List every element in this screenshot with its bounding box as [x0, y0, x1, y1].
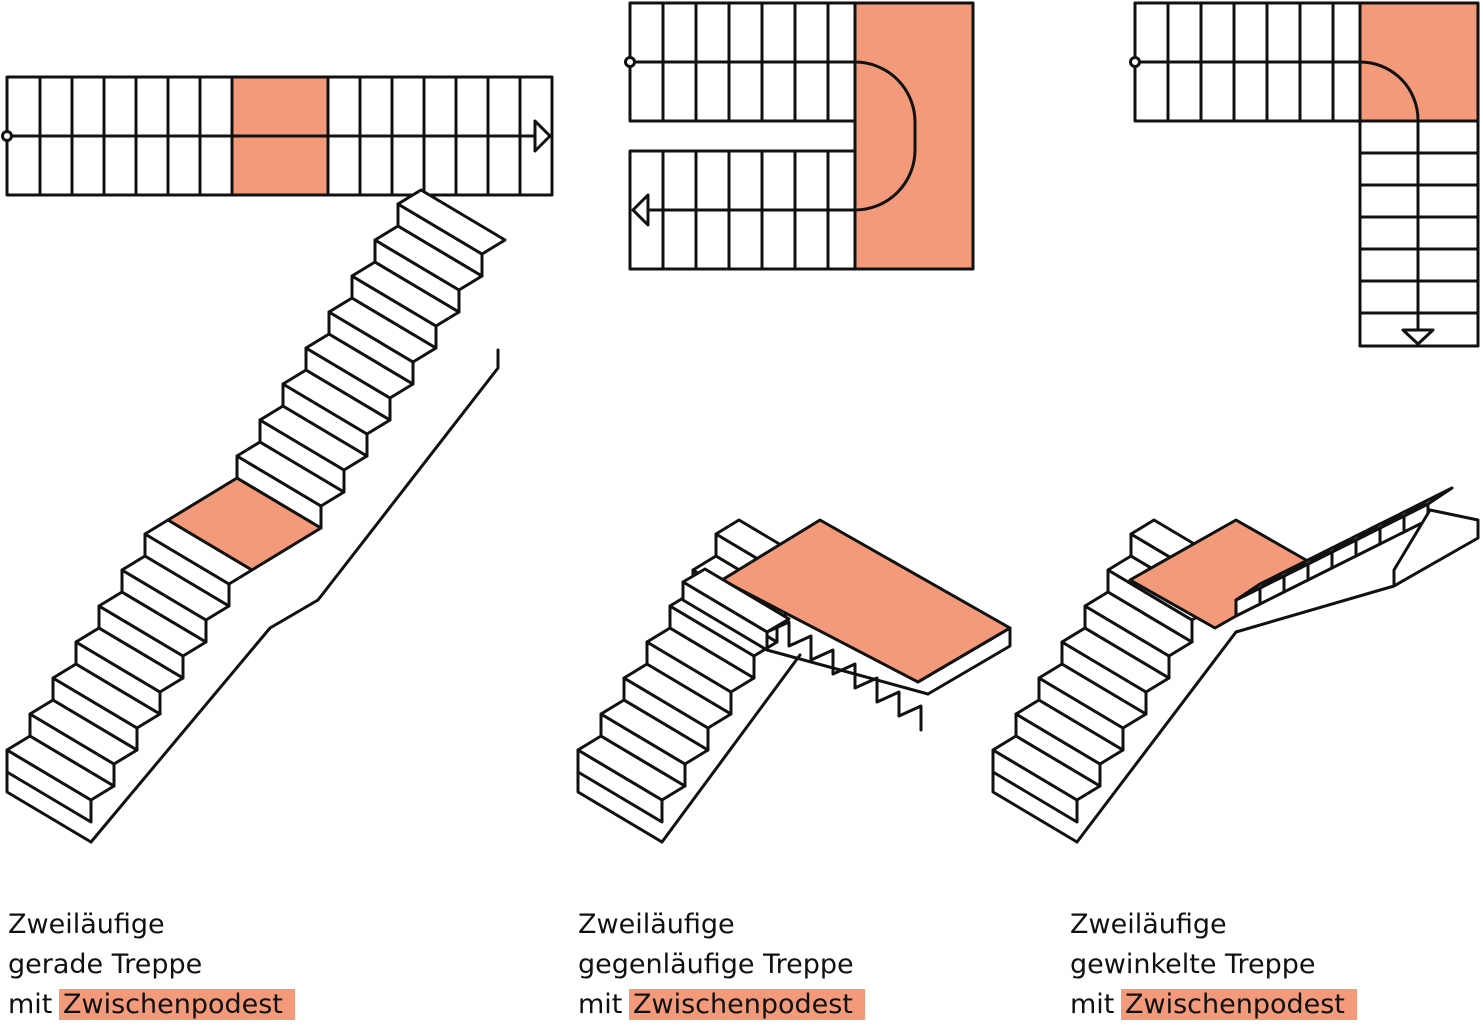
- step-tread: [396, 188, 507, 256]
- iso-halfturn-stair: [576, 518, 1012, 844]
- iso-quarterturn-upper-soffit: [1234, 584, 1396, 634]
- plan-quarterturn-stair: [1129, 1, 1480, 348]
- caption-line3: mit Zwischenpodest: [1070, 985, 1357, 1025]
- caption-prefix: mit: [1070, 989, 1115, 1020]
- plan-halfturn-arrow-icon: [631, 193, 650, 227]
- iso-halfturn-landing-edge: [916, 626, 1012, 696]
- iso-quarterturn-top-step: [1392, 508, 1480, 588]
- plan-halfturn-walkline: [628, 60, 917, 212]
- iso-halfturn-base: [576, 770, 664, 844]
- plan-straight-start-marker: [1, 130, 13, 142]
- caption-highlight: Zwischenpodest: [1120, 989, 1357, 1020]
- plan-straight-arrow-icon: [533, 119, 552, 153]
- caption-line1: Zweiläufige: [8, 909, 165, 940]
- caption-prefix: mit: [578, 989, 623, 1020]
- plan-straight-stair: [1, 75, 554, 197]
- iso-halfturn-upper-soffit: [765, 648, 930, 696]
- caption-straight-stair: Zweiläufige gerade Treppe mit Zwischenpo…: [8, 905, 295, 1025]
- caption-line3: mit Zwischenpodest: [8, 985, 295, 1025]
- caption-prefix: mit: [8, 989, 53, 1020]
- iso-halfturn-upper-profile: [765, 620, 923, 732]
- caption-line2: gegenläufige Treppe: [578, 949, 854, 980]
- iso-quarterturn-soffit: [1075, 630, 1238, 844]
- caption-line1: Zweiläufige: [1070, 909, 1227, 940]
- plan-quarterturn-start-marker: [1129, 56, 1141, 68]
- caption-halfturn-stair: Zweiläufige gegenläufige Treppe mit Zwis…: [578, 905, 865, 1025]
- iso-straight-base: [5, 770, 93, 844]
- iso-straight-stair: [5, 188, 507, 844]
- caption-line2: gewinkelte Treppe: [1070, 949, 1316, 980]
- plan-quarterturn-lower-flight: [1358, 119, 1480, 348]
- caption-line2: gerade Treppe: [8, 949, 203, 980]
- caption-line3: mit Zwischenpodest: [578, 985, 865, 1025]
- plan-halfturn-risers: [661, 1, 830, 271]
- plan-quarterturn-arrow-icon: [1401, 328, 1435, 346]
- step-tread: [1402, 486, 1454, 518]
- iso-straight-soffit: [89, 348, 500, 844]
- caption-highlight: Zwischenpodest: [628, 989, 865, 1020]
- caption-line1: Zweiläufige: [578, 909, 735, 940]
- plan-quarterturn-landing: [1358, 1, 1480, 123]
- plan-halfturn-start-marker: [624, 56, 636, 68]
- iso-quarterturn-stair: [991, 486, 1480, 844]
- plan-halfturn-landing: [853, 1, 975, 271]
- caption-quarterturn-stair: Zweiläufige gewinkelte Treppe mit Zwisch…: [1070, 905, 1357, 1025]
- caption-highlight: Zwischenpodest: [58, 989, 295, 1020]
- plan-halfturn-stair: [624, 1, 975, 271]
- plan-quarterturn-walkline: [1133, 60, 1420, 332]
- iso-quarterturn-base: [991, 770, 1079, 844]
- plan-halfturn-lower-flight: [628, 149, 857, 271]
- iso-halfturn-soffit: [660, 653, 802, 844]
